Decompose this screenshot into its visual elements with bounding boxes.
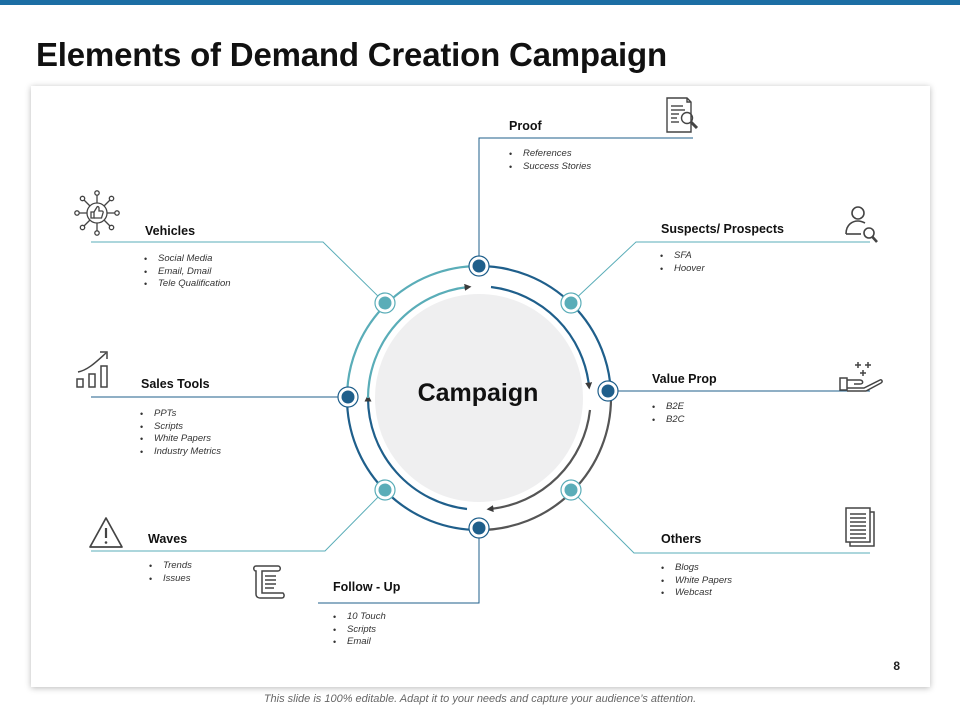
connector-follow-up	[318, 528, 480, 604]
connector-proof	[478, 137, 693, 266]
list-proof: References Success Stories	[509, 148, 591, 173]
list-item: Industry Metrics	[140, 446, 221, 459]
center-label: Campaign	[417, 379, 539, 407]
list-item: Email, Dmail	[144, 266, 231, 279]
list-item: B2C	[652, 414, 684, 427]
list-item: Scripts	[333, 624, 386, 637]
list-item: Hoover	[660, 263, 705, 276]
list-item: Success Stories	[509, 161, 591, 174]
list-item: SFA	[660, 250, 705, 263]
heading-follow-up: Follow - Up	[333, 580, 401, 594]
heading-proof: Proof	[509, 119, 542, 133]
list-value-prop: B2E B2C	[652, 401, 684, 426]
node-sales-tools	[337, 386, 359, 408]
list-item: B2E	[652, 401, 684, 414]
heading-suspects-prospects: Suspects/ Prospects	[661, 222, 784, 236]
warning-icon	[89, 517, 123, 548]
document-search-icon	[666, 97, 699, 133]
node-value-prop	[597, 380, 619, 402]
list-item: 10 Touch	[333, 611, 386, 624]
list-item: Trends	[149, 560, 192, 573]
list-item: Blogs	[661, 562, 732, 575]
list-suspects-prospects: SFA Hoover	[660, 250, 705, 275]
list-item: White Papers	[661, 575, 732, 588]
connector-others	[570, 489, 870, 554]
list-item: White Papers	[140, 433, 221, 446]
documents-icon	[845, 507, 875, 547]
top-accent-bar	[0, 0, 960, 5]
node-vehicles	[374, 292, 396, 314]
page-number: 8	[893, 659, 900, 673]
list-follow-up: 10 Touch Scripts Email	[333, 611, 386, 649]
node-others	[560, 479, 582, 501]
list-others: Blogs White Papers Webcast	[661, 562, 732, 600]
network-thumbs-up-icon	[74, 190, 120, 236]
connector-lines	[91, 137, 870, 604]
list-waves: Trends Issues	[149, 560, 192, 585]
list-sales-tools: PPTs Scripts White Papers Industry Metri…	[140, 408, 221, 458]
heading-value-prop: Value Prop	[652, 372, 717, 386]
hand-sparkle-icon	[839, 362, 883, 392]
list-item: References	[509, 148, 591, 161]
heading-sales-tools: Sales Tools	[141, 377, 210, 391]
campaign-center-circle	[375, 294, 583, 502]
list-item: PPTs	[140, 408, 221, 421]
connector-waves	[91, 489, 386, 552]
user-search-icon	[845, 206, 878, 243]
list-item: Webcast	[661, 587, 732, 600]
node-proof	[468, 255, 490, 277]
list-item: Email	[333, 636, 386, 649]
node-follow-up	[468, 517, 490, 539]
heading-others: Others	[661, 532, 702, 546]
slide-title: Elements of Demand Creation Campaign	[36, 36, 667, 73]
heading-waves: Waves	[148, 532, 188, 546]
scroll-icon	[253, 565, 285, 599]
node-suspects	[560, 292, 582, 314]
growth-chart-icon	[76, 351, 108, 388]
connector-suspects	[570, 241, 870, 304]
list-item: Scripts	[140, 421, 221, 434]
list-item: Tele Qualification	[144, 278, 231, 291]
list-item: Social Media	[144, 253, 231, 266]
heading-vehicles: Vehicles	[145, 224, 196, 238]
connector-vehicles	[91, 241, 386, 304]
list-item: Issues	[149, 573, 192, 586]
list-vehicles: Social Media Email, Dmail Tele Qualifica…	[144, 253, 231, 291]
footer-note: This slide is 100% editable. Adapt it to…	[263, 693, 697, 705]
node-dots	[337, 255, 619, 539]
node-waves	[374, 479, 396, 501]
inner-ring	[364, 283, 593, 513]
